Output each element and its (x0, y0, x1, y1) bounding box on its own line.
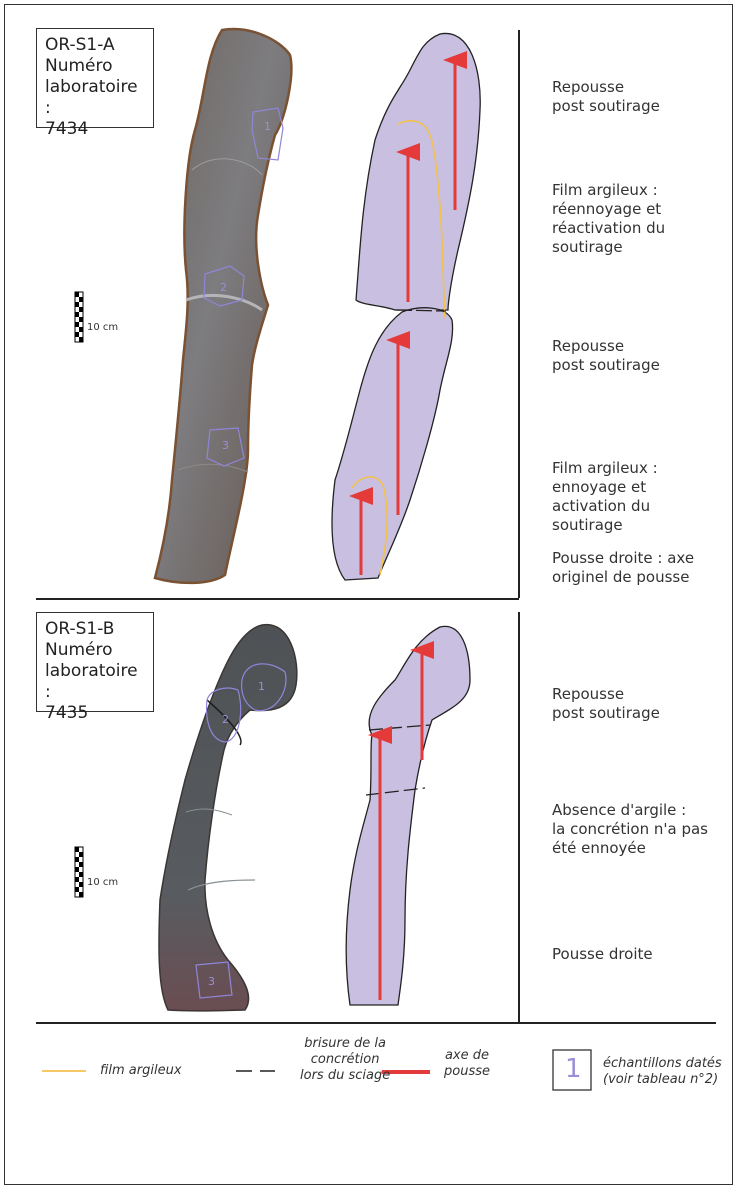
annotation-line: Absence d'argile : (552, 801, 708, 820)
sample-label-line: laboratoire : (45, 661, 145, 703)
annotation-a3: Repousse post soutirage (552, 337, 660, 375)
legend-brisure-label: brisure de la concrétion lors du sciage (300, 1036, 390, 1084)
annotation-line: post soutirage (552, 356, 660, 375)
sample-number-b3: 3 (208, 972, 215, 991)
annotation-line: Repousse (552, 685, 660, 704)
lab-number: 7434 (45, 119, 145, 140)
rock-photo-a (155, 29, 291, 583)
scale-label-b: 10 cm (87, 877, 118, 888)
sample-number-a2: 2 (220, 278, 227, 297)
sample-label-line: laboratoire : (45, 77, 145, 119)
legend-line: axe de (444, 1048, 490, 1064)
sample-number-a3: 3 (222, 436, 229, 455)
annotation-line: Pousse droite : axe (552, 549, 694, 568)
schematic-b (346, 626, 470, 1005)
scale-bar-b (75, 847, 83, 897)
annotation-line: originel de pousse (552, 568, 694, 587)
annotation-b2: Absence d'argile : la concrétion n'a pas… (552, 801, 708, 858)
sample-number-b2: 2 (222, 710, 229, 729)
rock-photo-b (159, 625, 297, 1011)
annotation-line: post soutirage (552, 704, 660, 723)
lab-number: 7435 (45, 703, 145, 724)
sample-number-a1: 1 (264, 117, 271, 136)
annotation-line: activation du (552, 497, 658, 516)
annotation-a4: Film argileux : ennoyage et activation d… (552, 459, 658, 535)
scale-bar-a (75, 292, 83, 342)
legend-echantillons-label: échantillons datés (voir tableau n°2) (603, 1056, 722, 1088)
annotation-line: réennoyage et (552, 200, 665, 219)
annotation-line: Film argileux : (552, 181, 665, 200)
legend-line: brisure de la (300, 1036, 390, 1052)
sample-number-b1: 1 (258, 677, 265, 696)
annotation-line: post soutirage (552, 97, 660, 116)
annotation-line: Repousse (552, 78, 660, 97)
sample-id: OR-S1-A (45, 35, 145, 56)
annotation-line: été ennoyée (552, 839, 708, 858)
sample-label-a: OR-S1-A Numéro laboratoire : 7434 (36, 28, 154, 128)
annotation-line: Repousse (552, 337, 660, 356)
legend-film-label: film argileux (100, 1063, 182, 1079)
scale-label-a: 10 cm (87, 322, 118, 333)
sample-label-line: Numéro (45, 56, 145, 77)
annotation-line: réactivation du (552, 219, 665, 238)
legend-line: (voir tableau n°2) (603, 1072, 722, 1088)
annotation-line: la concrétion n'a pas (552, 820, 708, 839)
annotation-line: ennoyage et (552, 478, 658, 497)
legend-axe-label: axe de pousse (444, 1048, 490, 1080)
sample-label-b: OR-S1-B Numéro laboratoire : 7435 (36, 612, 154, 712)
annotation-b3: Pousse droite (552, 945, 653, 964)
legend-line: concrétion (300, 1052, 390, 1068)
annotation-line: Film argileux : (552, 459, 658, 478)
legend-line: pousse (444, 1064, 490, 1080)
legend-line: lors du sciage (300, 1068, 390, 1084)
annotation-line: Pousse droite (552, 945, 653, 964)
annotation-b1: Repousse post soutirage (552, 685, 660, 723)
annotation-a5: Pousse droite : axe originel de pousse (552, 549, 694, 587)
sample-label-line: Numéro (45, 640, 145, 661)
annotation-line: soutirage (552, 238, 665, 257)
annotation-a1: Repousse post soutirage (552, 78, 660, 116)
legend-sample-number: 1 (565, 1054, 582, 1084)
annotation-line: soutirage (552, 516, 658, 535)
sample-id: OR-S1-B (45, 619, 145, 640)
schematic-a (332, 33, 480, 580)
legend-line: échantillons datés (603, 1056, 722, 1072)
annotation-a2: Film argileux : réennoyage et réactivati… (552, 181, 665, 257)
